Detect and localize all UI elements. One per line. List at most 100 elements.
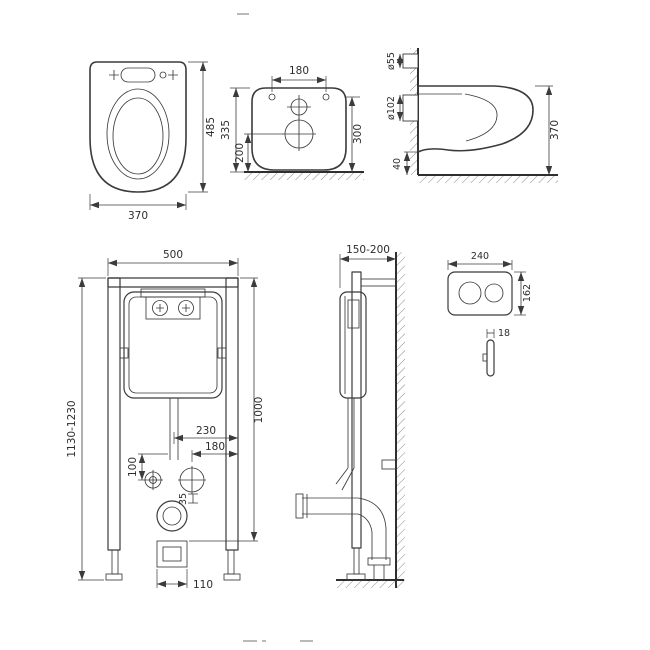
frame-rail-side (351, 271, 362, 549)
dim-label: 370 (549, 120, 561, 140)
dim-label: ø55 (386, 52, 397, 70)
foot-plate-right (223, 573, 241, 581)
dim-label: 485 (205, 117, 217, 137)
dim-pipe-drop-100: 100 (127, 453, 168, 481)
outlet-center-mark (178, 466, 206, 494)
toilet-rear-view: 180 335 200 300 (220, 65, 364, 180)
dim-rim-height-300: 300 (346, 96, 364, 172)
dim-label: 150-200 (346, 244, 390, 256)
frame-rail-right (225, 277, 239, 551)
seat-inner-rim (112, 97, 164, 175)
foot-plate-left (105, 573, 123, 581)
frame-rail-left (107, 277, 121, 551)
dim-label: 100 (127, 457, 139, 477)
dim-height-335: 335 (220, 87, 250, 173)
flush-button-right-mark (182, 304, 190, 312)
floor-hatch (244, 173, 364, 180)
dim-inlet-dia-55: ø55 (386, 52, 404, 70)
dim-label: 110 (193, 579, 213, 591)
flush-pipe-bend-2 (341, 467, 355, 491)
dim-plate-width-240: 240 (447, 251, 513, 270)
bottom-bracket-inner (162, 546, 182, 562)
outlet-pipe-stub (402, 94, 419, 122)
bolt-hole-right (322, 93, 330, 101)
toilet-bowl-top-outline (89, 61, 187, 193)
dim-label: 162 (522, 284, 533, 302)
center-mark-left (109, 70, 119, 80)
bottom-bracket (156, 540, 188, 568)
bowl-inner-curve (464, 93, 498, 142)
dim-label: 1130-1230 (66, 400, 78, 457)
flush-valve-side (347, 299, 360, 329)
flush-unit (145, 296, 201, 320)
flush-plate-view: 240 162 18 (447, 251, 533, 377)
floor-hatch (336, 581, 396, 588)
dim-bolt-spacing-180: 180 (271, 65, 327, 92)
dim-plate-thickness-18: 18 (486, 328, 510, 339)
wall-bracket-top (360, 278, 397, 287)
dim-height-1130-1230: 1130-1230 (66, 277, 106, 581)
frame-leg-right (227, 549, 235, 575)
cistern-inner (128, 296, 218, 394)
drain-socket-inner (162, 506, 182, 526)
floor-hatch (418, 176, 558, 183)
dim-depth-150-200: 150-200 (339, 244, 396, 288)
installation-frame-side-view: 150-200 (295, 244, 405, 588)
frame-leg-side (353, 547, 360, 575)
dim-label: 180 (205, 441, 225, 453)
wall-hatch (397, 252, 405, 588)
toilet-bowl-rear-outline (251, 87, 347, 171)
frame-top-crossbar (107, 277, 239, 288)
inspection-shaft (140, 288, 206, 298)
dim-label: 230 (196, 425, 216, 437)
inlet-pipe-stub (402, 53, 419, 69)
flush-plate-button-large (458, 281, 482, 305)
flush-button-left (152, 300, 168, 316)
side-bracket-left (119, 347, 129, 359)
bolt-hole-left (268, 93, 276, 101)
dim-flush-pipe-offset-230: 230 (173, 425, 238, 444)
dim-label: 500 (163, 249, 183, 261)
dim-plate-height-162: 162 (514, 271, 533, 316)
frame-leg-left (111, 549, 119, 575)
flush-button-left-mark (156, 304, 164, 312)
flush-plate-button-small (484, 283, 504, 303)
dim-depth-485: 485 (188, 61, 217, 193)
drain-elbow-outer (357, 497, 387, 560)
dim-label: 40 (392, 158, 403, 170)
dim-bracket-width-110: 110 (156, 569, 213, 591)
wall-anchor-bolt (381, 459, 397, 470)
dim-label: ø102 (386, 96, 397, 120)
dim-label: 18 (498, 328, 510, 339)
drain-elbow-inner (357, 513, 373, 560)
dim-label: 300 (352, 124, 364, 144)
toilet-side-view: ø55 ø102 370 40 (386, 48, 561, 183)
dim-width-370: 370 (89, 194, 187, 222)
dim-label: 370 (128, 210, 148, 222)
flush-plate-side-profile (486, 339, 495, 377)
seat-outer-rim (106, 88, 170, 180)
dim-outlet-offset-180: 180 (191, 441, 238, 462)
outlet-center-mark (282, 117, 316, 151)
dim-label: 180 (289, 65, 309, 77)
inlet-center-mark (287, 95, 311, 119)
flush-button-right (178, 300, 194, 316)
foot-plate-side (346, 573, 366, 581)
dim-label: 200 (234, 143, 246, 163)
inlet-center-mark (143, 470, 163, 490)
dim-label: 35 (178, 493, 189, 505)
toilet-top-view: 485 370 (89, 61, 217, 222)
fixing-point (159, 71, 167, 79)
dim-label: 335 (220, 120, 232, 140)
dim-outlet-gap-35: 35 (178, 493, 198, 505)
dim-outlet-dia-102: ø102 (386, 95, 404, 121)
dim-height-370: 370 (535, 85, 561, 175)
flush-pipe-bend-1 (335, 467, 349, 485)
flush-plate-side-clip (482, 353, 488, 362)
cistern-outer (123, 291, 223, 399)
flush-opening (120, 67, 156, 83)
dim-width-500: 500 (107, 249, 239, 276)
side-bracket-right (217, 347, 227, 359)
